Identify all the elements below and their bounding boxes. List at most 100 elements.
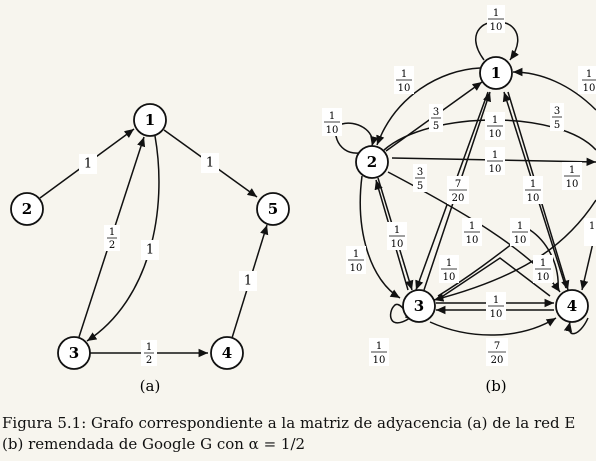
svg-text:10: 10 — [326, 125, 339, 136]
label-b-3-4: 110 — [486, 292, 506, 320]
edge-b-1-2 — [376, 67, 481, 146]
edge-b-right-1 — [512, 67, 596, 111]
svg-text:1: 1 — [491, 64, 501, 82]
label-b-right-mid: 1 — [584, 218, 596, 246]
svg-text:10: 10 — [490, 22, 503, 33]
svg-text:10: 10 — [489, 129, 502, 140]
nodes-a: 1 2 3 4 5 — [10, 103, 290, 370]
svg-text:10: 10 — [583, 83, 596, 94]
nodes-b: 1 2 3 4 — [355, 56, 589, 323]
svg-text:10: 10 — [566, 179, 579, 190]
label-b-2-loop: 110 — [322, 108, 342, 136]
edge-labels-b: 110 110 110 35 35 110 110 110 35 720 110… — [322, 5, 596, 366]
svg-text:3: 3 — [554, 106, 560, 117]
svg-text:3: 3 — [69, 344, 79, 362]
svg-text:1: 1 — [376, 341, 382, 352]
loop-4 — [563, 317, 589, 335]
label-b-2-3-arc: 110 — [346, 246, 366, 274]
svg-text:4: 4 — [567, 297, 577, 315]
figure-caption: Figura 5.1: Grafo correspondiente a la m… — [2, 413, 596, 455]
svg-text:1: 1 — [517, 221, 523, 232]
svg-text:4: 4 — [222, 344, 232, 362]
svg-text:10: 10 — [514, 235, 527, 246]
svg-text:1: 1 — [84, 157, 92, 172]
svg-text:1: 1 — [493, 8, 499, 19]
label-b-cross-1: 110 — [462, 218, 482, 246]
diagram-a: 1 1 1 2 1 1 2 1 1 2 3 4 5 (a) — [10, 103, 290, 395]
label-b-mid-2: 110 — [485, 147, 505, 175]
svg-text:1: 1 — [329, 111, 335, 122]
svg-text:3: 3 — [414, 297, 424, 315]
figure: 1 1 1 2 1 1 2 1 1 2 3 4 5 (a) — [10, 5, 596, 395]
subfigure-label-a: (a) — [140, 377, 161, 395]
svg-text:2: 2 — [22, 200, 32, 218]
svg-text:20: 20 — [491, 355, 504, 366]
svg-text:1: 1 — [589, 221, 595, 232]
label-b-mid-3: 110 — [523, 176, 543, 204]
label-b-3-5-a: 35 — [429, 104, 443, 132]
edge-b-cross-2 — [439, 257, 551, 299]
svg-text:1: 1 — [530, 179, 536, 190]
svg-text:1: 1 — [206, 156, 214, 171]
edge-label-4-5: 1 — [239, 271, 257, 291]
edge-label-1-3: 1 — [141, 240, 159, 260]
caption-line-2: (b) remendada de Google G con α = 1/2 — [2, 435, 306, 453]
svg-text:7: 7 — [455, 179, 461, 190]
svg-text:10: 10 — [443, 272, 456, 283]
svg-text:5: 5 — [268, 200, 278, 218]
svg-text:5: 5 — [417, 181, 423, 192]
svg-text:1: 1 — [146, 243, 154, 258]
node-a-3: 3 — [57, 336, 91, 370]
svg-text:1: 1 — [146, 342, 152, 353]
label-b-7-20-a: 720 — [447, 176, 469, 204]
label-b-3-5-c: 35 — [413, 164, 427, 192]
node-a-2: 2 — [10, 192, 44, 226]
label-b-cross-2: 110 — [510, 218, 530, 246]
svg-text:2: 2 — [367, 153, 377, 171]
node-a-1: 1 — [133, 103, 167, 137]
subfigure-label-b: (b) — [485, 377, 506, 395]
label-b-1-loop: 110 — [487, 5, 505, 33]
svg-text:5: 5 — [554, 120, 560, 131]
svg-text:1: 1 — [145, 111, 155, 129]
label-b-7-20-b: 720 — [486, 338, 508, 366]
edge-label-1-5: 1 — [201, 153, 219, 173]
svg-text:2: 2 — [146, 355, 152, 366]
svg-text:10: 10 — [527, 193, 540, 204]
svg-text:10: 10 — [489, 164, 502, 175]
label-b-cross-4: 110 — [533, 255, 553, 283]
edge-b-3-4-arc — [429, 317, 557, 336]
node-a-5: 5 — [256, 192, 290, 226]
label-b-cross-3: 110 — [439, 255, 459, 283]
svg-text:5: 5 — [433, 121, 439, 132]
svg-text:1: 1 — [401, 69, 407, 80]
svg-text:10: 10 — [466, 235, 479, 246]
node-b-4: 4 — [555, 289, 589, 323]
edge-1-3 — [86, 135, 160, 342]
svg-text:10: 10 — [391, 239, 404, 250]
svg-text:1: 1 — [446, 258, 452, 269]
label-b-2-left-top: 110 — [394, 66, 414, 94]
diagram-b: 110 110 110 35 35 110 110 110 35 720 110… — [322, 5, 596, 395]
svg-text:20: 20 — [452, 193, 465, 204]
label-b-mid-4: 110 — [562, 162, 582, 190]
svg-text:1: 1 — [586, 69, 592, 80]
svg-text:1: 1 — [394, 225, 400, 236]
svg-text:1: 1 — [492, 115, 498, 126]
svg-text:10: 10 — [398, 83, 411, 94]
edge-labels-a: 1 1 12 1 12 1 — [79, 153, 257, 366]
svg-text:1: 1 — [353, 249, 359, 260]
edge-b-2-3-arc — [359, 175, 401, 299]
node-a-4: 4 — [210, 336, 244, 370]
svg-text:1: 1 — [493, 295, 499, 306]
node-b-2: 2 — [355, 145, 389, 179]
svg-text:3: 3 — [433, 107, 439, 118]
svg-text:1: 1 — [540, 258, 546, 269]
svg-text:3: 3 — [417, 167, 423, 178]
svg-text:1: 1 — [492, 150, 498, 161]
svg-text:7: 7 — [494, 341, 500, 352]
svg-text:1: 1 — [244, 274, 252, 289]
label-b-mid-1: 110 — [485, 112, 505, 140]
edge-label-2-1: 1 — [79, 154, 97, 174]
svg-text:10: 10 — [350, 263, 363, 274]
